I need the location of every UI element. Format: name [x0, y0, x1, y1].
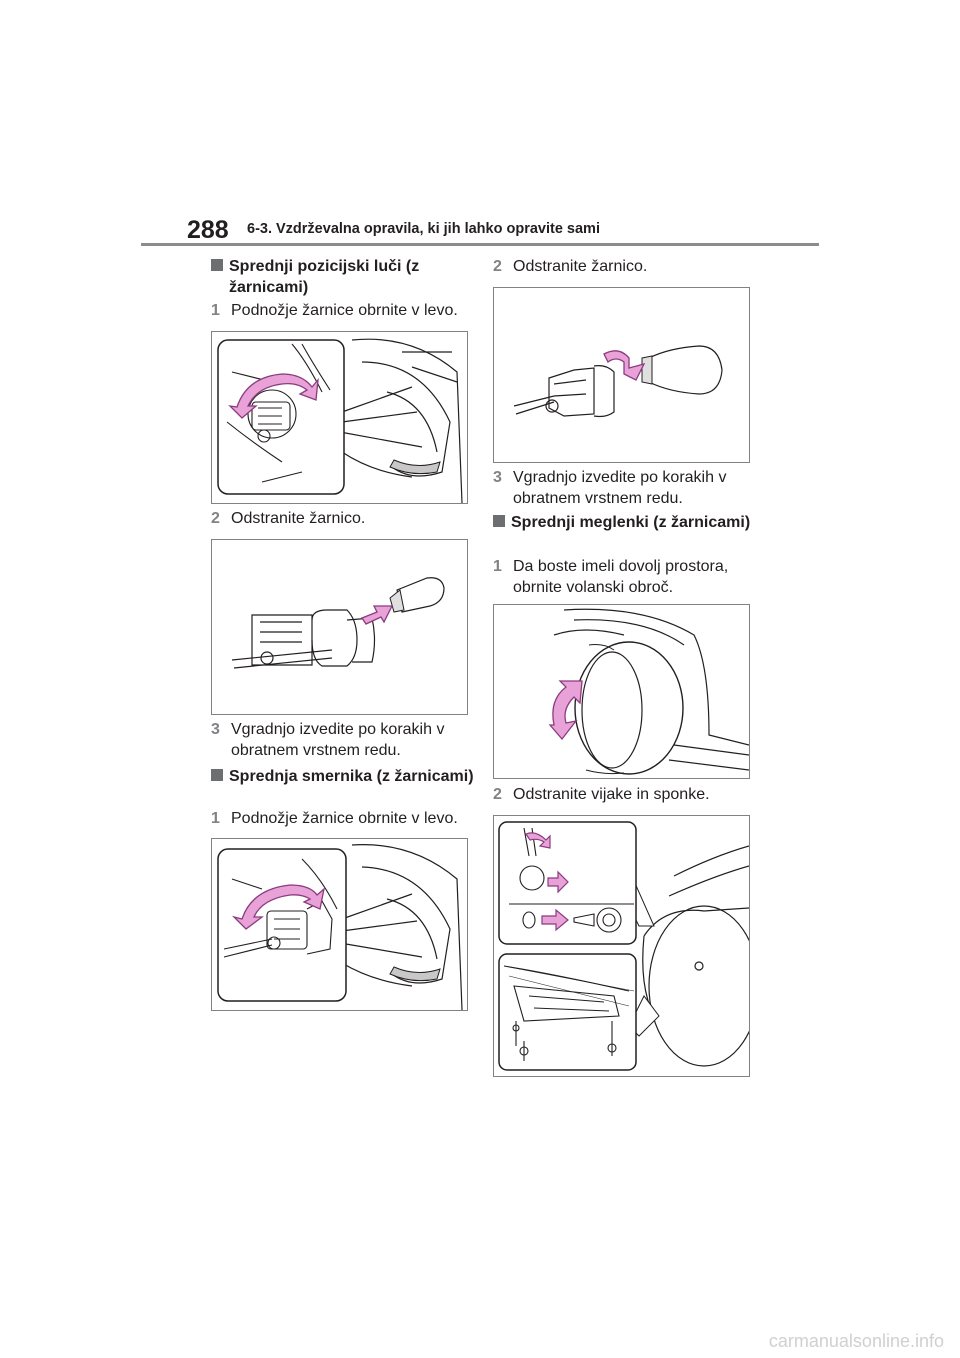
step-item: 1 Podnožje žarnice obrnite v levo.: [211, 300, 476, 321]
step-item: 2 Odstranite vijake in sponke.: [493, 784, 758, 805]
page-number: 288: [187, 216, 229, 244]
step-item: 1 Podnožje žarnice obrnite v levo.: [211, 808, 476, 829]
turn-signal-rotate-illustration: [217, 844, 463, 1010]
heading-bullet-icon: [493, 515, 505, 527]
step-text: Vgradnjo izvedite po korakih v obratnem …: [513, 469, 727, 507]
heading-text: Sprednji meglenki (z žarnicami): [511, 514, 751, 531]
step-text: Podnožje žarnice obrnite v levo.: [231, 810, 458, 827]
step-number: 2: [493, 258, 502, 275]
heading-bullet-icon: [211, 769, 223, 781]
figure-steering-wheel-turn: [493, 604, 750, 779]
step-number: 3: [211, 721, 220, 738]
figure-fog-light-screws-clips: [493, 815, 750, 1077]
figure-turn-signal-bulb-remove: [493, 287, 750, 463]
header-rule: [141, 243, 819, 246]
wheel-turn-illustration: [548, 608, 749, 775]
step-text: Odstranite žarnico.: [231, 510, 366, 527]
position-light-rotate-illustration: [217, 338, 463, 503]
fog-light-screws-illustration: [498, 821, 749, 1071]
step-text: Odstranite žarnico.: [513, 258, 648, 275]
step-item: 3 Vgradnjo izvedite po korakih v obratne…: [493, 467, 758, 509]
step-item: 3 Vgradnjo izvedite po korakih v obratne…: [211, 719, 476, 761]
turn-signal-bulb-remove-illustration: [513, 345, 723, 418]
step-item: 1 Da boste imeli dovolj prostora, obrnit…: [493, 556, 758, 598]
heading-front-position-lights: Sprednji pozicijski luči (z žarnicami): [211, 256, 479, 298]
heading-bullet-icon: [211, 259, 223, 271]
step-number: 1: [211, 810, 220, 827]
step-item: 2 Odstranite žarnico.: [493, 256, 758, 277]
running-header: 6-3. Vzdrževalna opravila, ki jih lahko …: [247, 221, 600, 237]
step-number: 2: [211, 510, 220, 527]
step-item: 2 Odstranite žarnico.: [211, 508, 476, 529]
heading-front-fog-lights: Sprednji meglenki (z žarnicami): [493, 512, 761, 533]
figure-turn-signal-rotate: [211, 838, 468, 1011]
step-text: Odstranite vijake in sponke.: [513, 786, 710, 803]
figure-position-light-rotate: [211, 331, 468, 504]
position-bulb-remove-illustration: [231, 577, 445, 669]
step-number: 1: [211, 302, 220, 319]
step-number: 3: [493, 469, 502, 486]
watermark: carmanualsonline.info: [768, 1331, 944, 1351]
figure-position-bulb-remove: [211, 539, 468, 715]
heading-text: Sprednji pozicijski luči (z žarnicami): [229, 258, 420, 296]
step-number: 1: [493, 558, 502, 575]
step-text: Da boste imeli dovolj prostora, obrnite …: [513, 558, 729, 596]
step-number: 2: [493, 786, 502, 803]
heading-text: Sprednja smernika (z žarnicami): [229, 768, 474, 785]
step-text: Vgradnjo izvedite po korakih v obratnem …: [231, 721, 445, 759]
step-text: Podnožje žarnice obrnite v levo.: [231, 302, 458, 319]
heading-front-turn-signals: Sprednja smernika (z žarnicami): [211, 766, 479, 787]
